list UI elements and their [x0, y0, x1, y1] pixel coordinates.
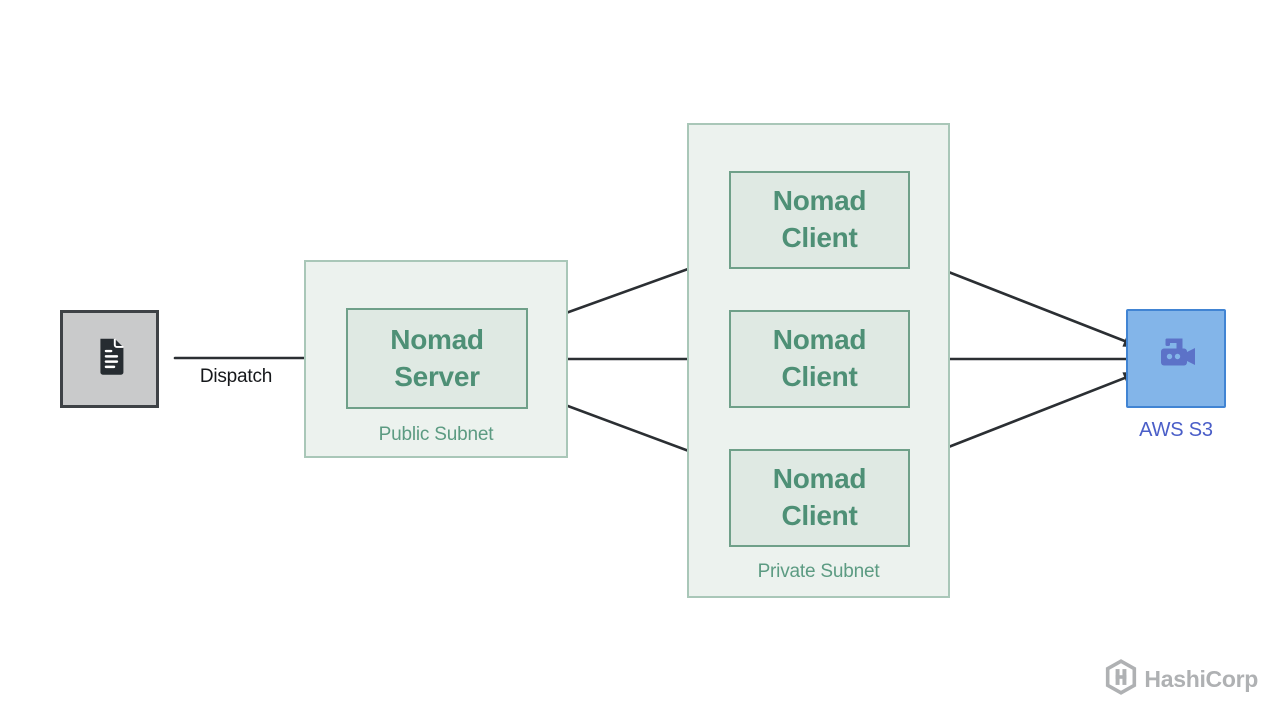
nomad-client-node-3: Nomad Client	[729, 449, 910, 547]
nomad-server-node: Nomad Server	[346, 308, 528, 409]
hashicorp-logo: HashiCorp	[1105, 659, 1258, 700]
arrow-client-3-to-s3	[921, 370, 1142, 459]
aws-s3-label: AWS S3	[1139, 419, 1213, 441]
hashicorp-mark-icon	[1105, 659, 1137, 700]
private-subnet-label: Private Subnet	[757, 561, 880, 582]
video-camera-icon	[1152, 332, 1200, 385]
nomad-client-node-2: Nomad Client	[729, 310, 910, 408]
nomad-client-node-1: Nomad Client	[729, 171, 910, 269]
public-subnet-label: Public Subnet	[378, 424, 494, 445]
arrow-client-1-to-s3	[921, 260, 1142, 349]
aws-s3-node	[1126, 309, 1226, 408]
hashicorp-logo-text: HashiCorp	[1144, 666, 1258, 692]
dispatch-label: Dispatch	[199, 366, 273, 387]
job-file-box	[60, 310, 159, 408]
document-icon	[87, 334, 133, 385]
